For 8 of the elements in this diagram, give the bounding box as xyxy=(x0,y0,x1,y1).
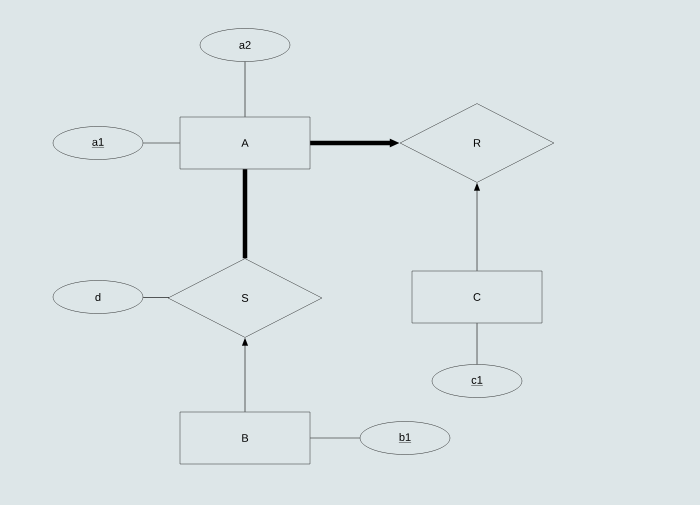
entity-box: C xyxy=(412,270,542,324)
connector-line xyxy=(244,61,246,118)
connector-line xyxy=(476,322,478,365)
connector-line xyxy=(142,142,180,144)
entity-box: B xyxy=(180,412,310,464)
connector-line xyxy=(142,297,170,298)
entity-box: A xyxy=(180,116,310,170)
connector-line xyxy=(242,169,248,258)
